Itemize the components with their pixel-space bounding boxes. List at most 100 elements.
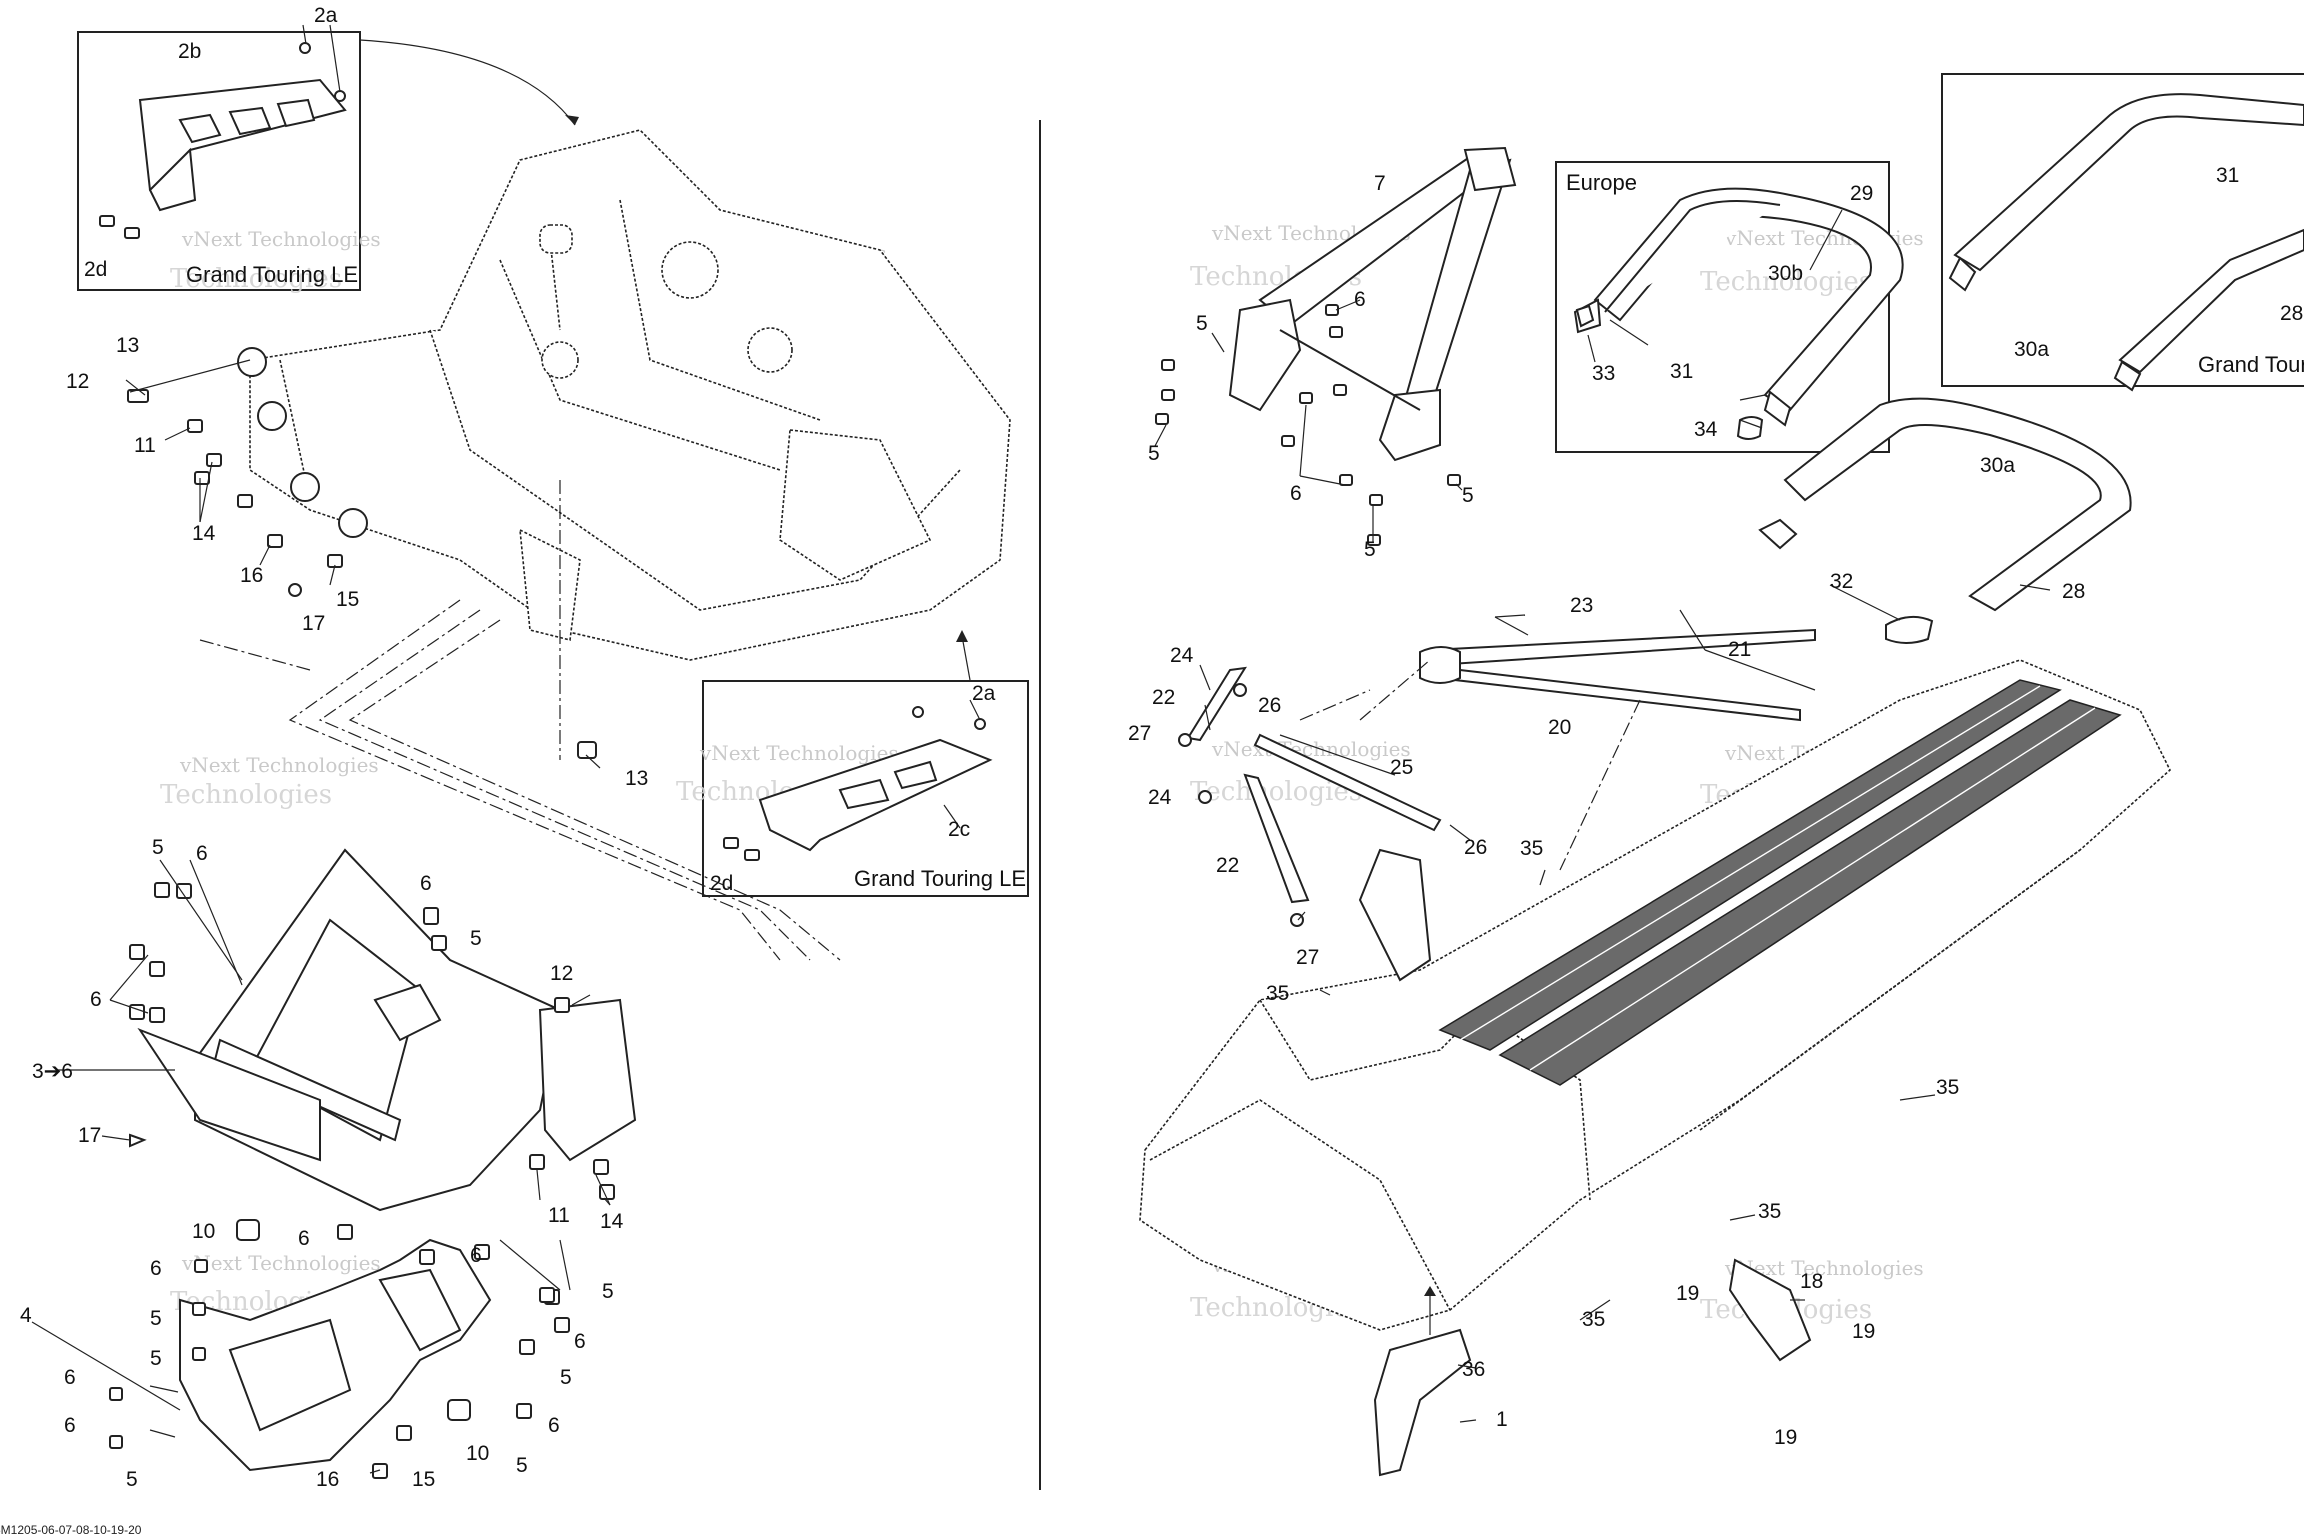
callout-c-35-b: 35: [1266, 982, 1289, 1005]
callout-c-35-e: 35: [1582, 1308, 1605, 1331]
callout-c-17-top: 17: [302, 612, 325, 635]
callout-c-6-r2: 6: [1290, 482, 1302, 505]
callout-c-20: 20: [1548, 716, 1571, 739]
callout-c-5-h: 5: [516, 1454, 528, 1477]
callout-c-7: 7: [1374, 172, 1386, 195]
callout-c-18: 18: [1800, 1270, 1823, 1293]
callout-c-36: 36: [1462, 1358, 1485, 1381]
callout-c-34: 34: [1694, 418, 1718, 441]
callout-c-19-b: 19: [1852, 1320, 1875, 1343]
callout-c-22-b: 22: [1216, 854, 1239, 877]
callout-c-27-b: 27: [1296, 946, 1319, 969]
callout-c-6-j: 6: [548, 1414, 560, 1437]
callout-c-2a-mid: 2a: [972, 682, 996, 705]
rear-handle-europe-29: [1573, 187, 1904, 440]
callout-c-23: 23: [1570, 594, 1593, 617]
callout-c-17-bot: 17: [78, 1124, 101, 1147]
callout-c-12-bot: 12: [550, 962, 573, 985]
watermark-text: Technologies: [160, 780, 332, 810]
callout-c-2c: 2c: [948, 818, 970, 841]
watermark-text: vNext Technologies: [179, 753, 379, 777]
callout-c-12-top: 12: [66, 370, 89, 393]
callout-c-3to6: 3➔6: [32, 1060, 73, 1083]
arrow-to-chassis: [359, 39, 576, 126]
callout-c-33: 33: [1592, 362, 1615, 385]
callout-c-5-c: 5: [150, 1307, 162, 1330]
callout-c-6-a: 6: [196, 842, 208, 865]
callout-c-29: 29: [1850, 182, 1873, 205]
callout-c-2d-top: 2d: [84, 258, 107, 281]
inset-frame-top-left: [77, 31, 361, 291]
struts: [1178, 628, 1816, 927]
rear-handle-28: [1758, 397, 2132, 644]
footrest-plate-2c: [723, 706, 993, 861]
watermark-text: vNext Technologies: [699, 741, 899, 765]
inset-frame-middle-left: [702, 680, 1029, 897]
callout-c-5-r2: 5: [1148, 442, 1160, 465]
callout-c-2a-top: 2a: [314, 4, 338, 27]
callout-c-5-r4: 5: [1364, 538, 1376, 561]
inset-label-top-left: Grand Touring LE: [186, 262, 358, 287]
watermark-text: vNext Technologies: [1211, 737, 1411, 761]
callout-c-5-d: 5: [150, 1347, 162, 1370]
callout-c-6-g: 6: [574, 1330, 586, 1353]
callout-c-27-a: 27: [1128, 722, 1151, 745]
callout-c-28-gt: 28: [2280, 302, 2303, 325]
callout-c-30a-gt: 30a: [2014, 338, 2049, 361]
callout-c-19-c: 19: [1774, 1426, 1797, 1449]
assembly-lines-left: [199, 480, 841, 961]
rear-tunnel: [1139, 659, 2171, 1477]
lower-footrest-panel: [137, 848, 637, 1212]
inset-frame-europe: [1555, 161, 1890, 453]
watermark-text: vNext Technologies: [181, 1251, 381, 1275]
callout-c-16-top: 16: [240, 564, 263, 587]
callout-c-30a: 30a: [1980, 454, 2015, 477]
callout-c-2b: 2b: [178, 40, 201, 63]
callout-c-30b: 30b: [1768, 262, 1803, 285]
lower-bracket-4: [179, 1238, 492, 1472]
watermark-text: Technologies: [170, 264, 342, 294]
watermark-text: Technologies: [1700, 267, 1872, 297]
callout-c-5-r1: 5: [1196, 312, 1208, 335]
callout-c-10-b: 10: [466, 1442, 489, 1465]
inset-label-top-right: Grand Touri: [2198, 352, 2304, 377]
footrest-plate-2b: [99, 42, 347, 239]
callout-c-6-d: 6: [298, 1227, 310, 1250]
callout-c-6-c: 6: [90, 988, 102, 1011]
callout-c-24-a: 24: [1170, 644, 1194, 667]
callout-c-5-f: 5: [560, 1366, 572, 1389]
callout-c-24-b: 24: [1148, 786, 1172, 809]
callout-c-25: 25: [1390, 756, 1413, 779]
callout-c-26-b: 26: [1464, 836, 1487, 859]
callout-c-5-r3: 5: [1462, 484, 1474, 507]
callout-c-35-a: 35: [1520, 837, 1543, 860]
callout-c-14-bot: 14: [600, 1210, 624, 1233]
callout-c-5-g: 5: [126, 1468, 138, 1491]
callout-c-35-d: 35: [1758, 1200, 1781, 1223]
callout-c-5-e: 5: [602, 1280, 614, 1303]
reference-code: 5M1205-06-07-08-10-19-20: [0, 1523, 142, 1536]
callout-c-6-b: 6: [420, 872, 432, 895]
callout-c-22-a: 22: [1152, 686, 1175, 709]
chassis-front-frame: [249, 129, 1011, 661]
callout-c-5-a: 5: [152, 836, 164, 859]
callout-c-32: 32: [1830, 570, 1853, 593]
arrow-to-inset: [961, 635, 971, 681]
callout-c-13-top: 13: [116, 334, 139, 357]
bolt-group-rear-support: [1155, 304, 1461, 546]
callout-c-19-a: 19: [1676, 1282, 1699, 1305]
watermark-text: vNext Technologies: [181, 227, 381, 251]
leader-lines: [31, 24, 2051, 1474]
callout-c-5-b: 5: [470, 927, 482, 950]
callout-c-35-c: 35: [1936, 1076, 1959, 1099]
callout-c-10-a: 10: [192, 1220, 215, 1243]
callout-c-6-f: 6: [470, 1244, 482, 1267]
watermarks: vNext Technologies vNext Technologies vN…: [160, 221, 1924, 1325]
callout-c-11-bot: 11: [548, 1204, 570, 1227]
callout-c-4: 4: [20, 1304, 32, 1327]
callout-c-15-bot: 15: [412, 1468, 435, 1491]
callout-c-1: 1: [1496, 1408, 1508, 1431]
rear-handle-grand-touring: [1948, 93, 2304, 392]
callout-c-6-r1: 6: [1354, 288, 1366, 311]
